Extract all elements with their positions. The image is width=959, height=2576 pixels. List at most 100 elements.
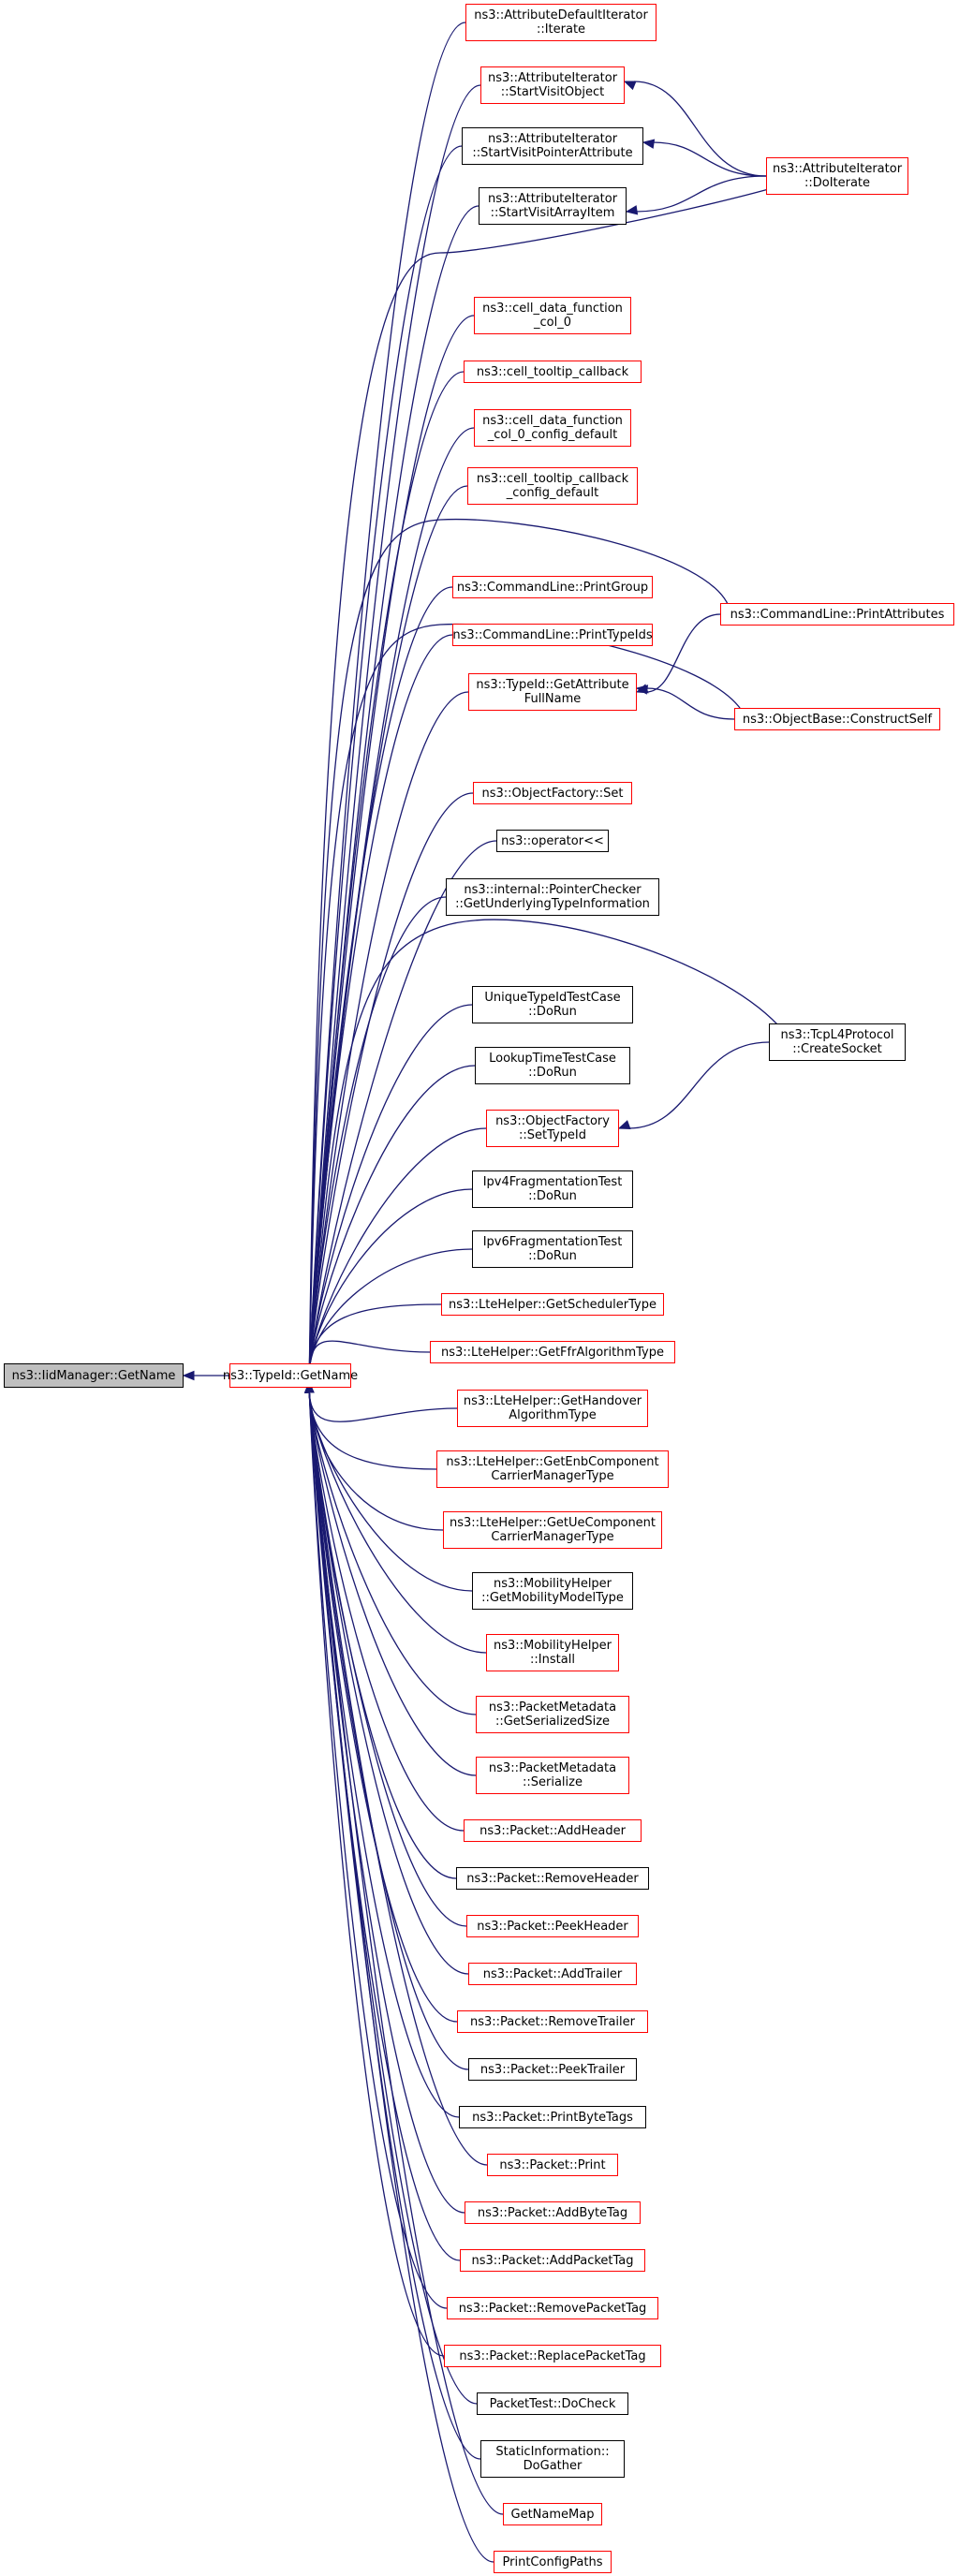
caller-node-ltehelper_getschedulertype[interactable]: ns3::LteHelper::GetSchedulerType xyxy=(441,1293,664,1316)
caller-node-commandline_printtypeids[interactable]: ns3::CommandLine::PrintTypeIds xyxy=(452,624,653,646)
caller-node-packet_peektrailer[interactable]: ns3::Packet::PeekTrailer xyxy=(468,2058,637,2081)
caller-node-packettest_docheck-label: PacketTest::DoCheck xyxy=(489,2396,616,2411)
caller-node-operator_stream-label: ns3::operator<< xyxy=(501,833,604,848)
caller-node-mobilityhelper_getmobilitymodeltype[interactable]: ns3::MobilityHelper ::GetMobilityModelTy… xyxy=(472,1572,633,1610)
edge-ltehelper_getffralgorithmtype-to-hub xyxy=(308,1340,431,1374)
outer-node-commandline_printattributes-label: ns3::CommandLine::PrintAttributes xyxy=(730,607,945,622)
caller-node-ltehelper_gethandoveralgorithmtype[interactable]: ns3::LteHelper::GetHandover AlgorithmTyp… xyxy=(457,1390,648,1427)
caller-node-getnamemap[interactable]: GetNameMap xyxy=(503,2503,602,2525)
caller-node-packet_peektrailer-label: ns3::Packet::PeekTrailer xyxy=(480,2062,626,2077)
caller-node-attributeiterator_startvisitpointerattribute-label: ns3::AttributeIterator ::StartVisitPoint… xyxy=(472,132,633,160)
caller-node-packet_addheader-label: ns3::Packet::AddHeader xyxy=(480,1823,626,1838)
edge-packetmetadata_serialize-to-hub xyxy=(308,1391,477,1776)
edge-outer-tcpl4protocol_createsocket-to-hub xyxy=(308,919,779,1374)
caller-node-packet_addheader[interactable]: ns3::Packet::AddHeader xyxy=(464,1819,642,1842)
caller-node-packet_removeheader[interactable]: ns3::Packet::RemoveHeader xyxy=(456,1867,649,1890)
caller-node-packet_print-label: ns3::Packet::Print xyxy=(499,2157,606,2172)
caller-node-cell_tooltip_callback_config_default[interactable]: ns3::cell_tooltip_callback _config_defau… xyxy=(467,467,638,505)
edge-attributeiterator_startvisitpointerattribute-to-hub xyxy=(308,145,463,1374)
caller-node-ltehelper_getenbcomponentcarriermanagertype-label: ns3::LteHelper::GetEnbComponent CarrierM… xyxy=(446,1455,659,1483)
caller-node-printconfigpaths[interactable]: PrintConfigPaths xyxy=(494,2551,612,2573)
caller-node-ipv6fragmentationtest[interactable]: Ipv6FragmentationTest ::DoRun xyxy=(472,1230,633,1268)
caller-node-cell_tooltip_callback[interactable]: ns3::cell_tooltip_callback xyxy=(464,361,642,383)
caller-node-packet_print[interactable]: ns3::Packet::Print xyxy=(487,2154,618,2176)
outer-node-tcpl4protocol_createsocket-label: ns3::TcpL4Protocol ::CreateSocket xyxy=(780,1028,894,1056)
caller-node-packetmetadata_serialize[interactable]: ns3::PacketMetadata ::Serialize xyxy=(476,1757,629,1794)
caller-node-attributeiterator_startvisitobject-label: ns3::AttributeIterator ::StartVisitObjec… xyxy=(487,71,618,99)
caller-node-cell_data_function_col_0[interactable]: ns3::cell_data_function _col_0 xyxy=(474,297,631,334)
caller-node-operator_stream[interactable]: ns3::operator<< xyxy=(496,830,609,852)
caller-node-cell_data_function_col_0_config_default[interactable]: ns3::cell_data_function _col_0_config_de… xyxy=(474,409,631,447)
caller-node-mobilityhelper_install-label: ns3::MobilityHelper ::Install xyxy=(493,1639,612,1667)
caller-node-staticinformation_dogather[interactable]: StaticInformation:: DoGather xyxy=(480,2440,625,2478)
arrowhead-secondary-5 xyxy=(617,1120,631,1129)
caller-node-mobilityhelper_install[interactable]: ns3::MobilityHelper ::Install xyxy=(486,1634,619,1671)
caller-node-ltehelper_getuecomponentcarriermanagertype[interactable]: ns3::LteHelper::GetUeComponent CarrierMa… xyxy=(443,1511,662,1549)
edge-packetmetadata_getserializedsize-to-hub xyxy=(308,1391,477,1715)
caller-node-ipv4fragmentationtest[interactable]: Ipv4FragmentationTest ::DoRun xyxy=(472,1170,633,1208)
caller-node-ipv6fragmentationtest-label: Ipv6FragmentationTest ::DoRun xyxy=(482,1235,623,1263)
root-node: ns3::IidManager::GetName xyxy=(4,1363,184,1388)
caller-node-cell_data_function_col_0-label: ns3::cell_data_function _col_0 xyxy=(482,302,623,330)
caller-node-attributeiterator_startvisitpointerattribute[interactable]: ns3::AttributeIterator ::StartVisitPoint… xyxy=(462,127,643,165)
caller-node-objectfactory_settypeid[interactable]: ns3::ObjectFactory ::SetTypeId xyxy=(486,1110,619,1147)
caller-node-cell_tooltip_callback-label: ns3::cell_tooltip_callback xyxy=(476,364,629,379)
hub-node[interactable]: ns3::TypeId::GetName xyxy=(223,1363,358,1388)
edge-outer-commandline_printattributes-to-hub xyxy=(308,518,730,1374)
edge-getnamemap-to-hub xyxy=(308,1391,504,2515)
caller-node-attributeiterator_startvisitarrayitem-label: ns3::AttributeIterator ::StartVisitArray… xyxy=(487,192,618,220)
caller-node-packetmetadata_getserializedsize-label: ns3::PacketMetadata ::GetSerializedSize xyxy=(488,1700,617,1729)
outer-node-attributeiterator_doiterate[interactable]: ns3::AttributeIterator ::DoIterate xyxy=(766,157,908,195)
caller-node-objectfactory_set[interactable]: ns3::ObjectFactory::Set xyxy=(473,782,632,804)
caller-node-ltehelper_getffralgorithmtype-label: ns3::LteHelper::GetFfrAlgorithmType xyxy=(441,1345,664,1360)
caller-node-ltehelper_getenbcomponentcarriermanagertype[interactable]: ns3::LteHelper::GetEnbComponent CarrierM… xyxy=(436,1450,669,1488)
caller-node-packet_addpackettag[interactable]: ns3::Packet::AddPacketTag xyxy=(460,2249,645,2272)
caller-node-attributedefaultiterator_iterate[interactable]: ns3::AttributeDefaultIterator ::Iterate xyxy=(465,4,657,41)
hub-node-label: ns3::TypeId::GetName xyxy=(222,1368,359,1383)
caller-node-objectfactory_set-label: ns3::ObjectFactory::Set xyxy=(481,786,624,801)
caller-node-uniquetypeidtestcase-label: UniqueTypeIdTestCase ::DoRun xyxy=(484,991,621,1019)
caller-node-uniquetypeidtestcase[interactable]: UniqueTypeIdTestCase ::DoRun xyxy=(472,986,633,1023)
caller-node-attributeiterator_startvisitarrayitem[interactable]: ns3::AttributeIterator ::StartVisitArray… xyxy=(479,187,627,225)
caller-node-lookuptimetestcase[interactable]: LookupTimeTestCase ::DoRun xyxy=(475,1047,630,1084)
caller-node-getnamemap-label: GetNameMap xyxy=(510,2507,595,2522)
caller-node-cell_data_function_col_0_config_default-label: ns3::cell_data_function _col_0_config_de… xyxy=(482,414,623,442)
caller-node-packet_addbytetag[interactable]: ns3::Packet::AddByteTag xyxy=(465,2201,641,2224)
caller-node-ltehelper_getschedulertype-label: ns3::LteHelper::GetSchedulerType xyxy=(448,1297,657,1312)
caller-node-packetmetadata_getserializedsize[interactable]: ns3::PacketMetadata ::GetSerializedSize xyxy=(476,1696,629,1733)
caller-node-attributedefaultiterator_iterate-label: ns3::AttributeDefaultIterator ::Iterate xyxy=(474,8,648,37)
caller-node-ltehelper_gethandoveralgorithmtype-label: ns3::LteHelper::GetHandover AlgorithmTyp… xyxy=(463,1394,642,1422)
caller-node-cell_tooltip_callback_config_default-label: ns3::cell_tooltip_callback _config_defau… xyxy=(476,472,629,500)
caller-node-attributeiterator_startvisitobject[interactable]: ns3::AttributeIterator ::StartVisitObjec… xyxy=(480,66,625,104)
caller-node-ltehelper_getffralgorithmtype[interactable]: ns3::LteHelper::GetFfrAlgorithmType xyxy=(430,1341,675,1363)
outer-node-commandline_printattributes[interactable]: ns3::CommandLine::PrintAttributes xyxy=(720,603,954,626)
caller-node-ipv4fragmentationtest-label: Ipv4FragmentationTest ::DoRun xyxy=(482,1175,623,1203)
caller-node-pointerchecker[interactable]: ns3::internal::PointerChecker ::GetUnder… xyxy=(446,878,659,916)
caller-node-packet_removetrailer[interactable]: ns3::Packet::RemoveTrailer xyxy=(457,2010,648,2033)
caller-node-commandline_printgroup[interactable]: ns3::CommandLine::PrintGroup xyxy=(452,576,653,598)
edge-mobilityhelper_install-to-hub xyxy=(308,1391,487,1654)
caller-node-packet_removepackettag[interactable]: ns3::Packet::RemovePacketTag xyxy=(447,2297,658,2319)
caller-node-objectfactory_settypeid-label: ns3::ObjectFactory ::SetTypeId xyxy=(495,1114,610,1142)
edge-secondary-0 xyxy=(633,81,767,177)
caller-node-packet_addtrailer[interactable]: ns3::Packet::AddTrailer xyxy=(468,1963,637,1985)
caller-node-packet_addpackettag-label: ns3::Packet::AddPacketTag xyxy=(471,2253,634,2268)
caller-node-commandline_printgroup-label: ns3::CommandLine::PrintGroup xyxy=(456,580,649,595)
caller-node-packettest_docheck[interactable]: PacketTest::DoCheck xyxy=(477,2392,628,2415)
caller-node-ltehelper_getuecomponentcarriermanagertype-label: ns3::LteHelper::GetUeComponent CarrierMa… xyxy=(449,1516,657,1544)
outer-node-tcpl4protocol_createsocket[interactable]: ns3::TcpL4Protocol ::CreateSocket xyxy=(769,1023,906,1061)
edge-packet_replacepackettag-to-hub xyxy=(308,1391,445,2357)
caller-node-packet_printbytetags[interactable]: ns3::Packet::PrintByteTags xyxy=(459,2106,646,2128)
caller-node-printconfigpaths-label: PrintConfigPaths xyxy=(502,2554,603,2569)
caller-node-packet_removeheader-label: ns3::Packet::RemoveHeader xyxy=(466,1871,639,1886)
caller-node-typeid_getattributefullname[interactable]: ns3::TypeId::GetAttribute FullName xyxy=(468,673,637,711)
arrowhead-secondary-2 xyxy=(625,205,639,215)
caller-node-packetmetadata_serialize-label: ns3::PacketMetadata ::Serialize xyxy=(488,1761,617,1789)
caller-node-packet_removepackettag-label: ns3::Packet::RemovePacketTag xyxy=(458,2301,647,2316)
caller-node-packet_peekheader[interactable]: ns3::Packet::PeekHeader xyxy=(466,1915,639,1937)
edge-secondary-4 xyxy=(645,687,735,720)
caller-node-packet_replacepackettag[interactable]: ns3::Packet::ReplacePacketTag xyxy=(444,2345,661,2367)
outer-node-objectbase_constructself[interactable]: ns3::ObjectBase::ConstructSelf xyxy=(734,708,940,730)
edge-ltehelper_gethandoveralgorithmtype-to-hub xyxy=(308,1391,458,1422)
caller-node-packet_addbytetag-label: ns3::Packet::AddByteTag xyxy=(477,2205,628,2220)
